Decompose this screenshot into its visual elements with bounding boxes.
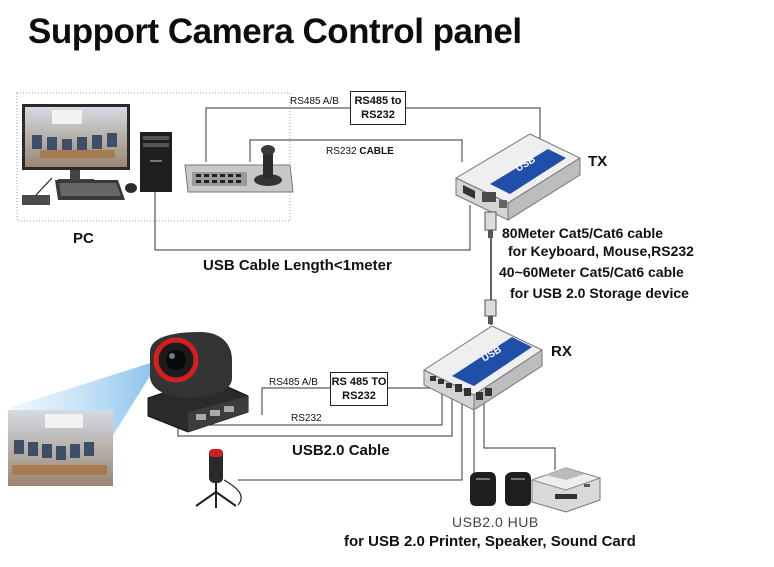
rs485-ab-top-label: RS485 A/B [290, 96, 339, 107]
rs485-to-rs232-converter-bottom: RS 485 TO RS232 [330, 372, 388, 406]
microphone [195, 449, 242, 508]
rs232-cable-prefix: RS232 [326, 146, 357, 157]
tx-extender: USB [454, 133, 582, 221]
usb-hub-description: for USB 2.0 Printer, Speaker, Sound Card [344, 533, 636, 550]
cat-cable-line-3: 40~60Meter Cat5/Cat6 cable [499, 264, 684, 280]
ptz-camera [8, 332, 249, 486]
tx-label: TX [588, 153, 608, 170]
rx-label: RX [551, 343, 572, 360]
converter-bottom-line1: RS 485 TO [331, 376, 387, 388]
cat-cable-line-2: for Keyboard, Mouse,RS232 [508, 243, 694, 259]
speakers [470, 472, 531, 506]
rx-extender: USB [422, 325, 544, 411]
pc-workstation [22, 104, 172, 205]
rs232-bottom-label: RS232 [291, 413, 322, 424]
usb20-cable-label: USB2.0 Cable [292, 442, 390, 459]
printer [530, 467, 602, 513]
converter-top-line2: RS232 [361, 109, 395, 121]
rs232-cable-label: RS232 CABLE [326, 146, 394, 158]
rs232-cable-suffix: CABLE [359, 146, 394, 157]
rs485-ab-bottom-label: RS485 A/B [269, 377, 318, 388]
converter-top-line1: RS485 to [354, 95, 402, 107]
pc-area-frame [16, 92, 291, 222]
rs485-to-rs232-converter-top: RS485 to RS232 [350, 91, 406, 125]
converter-bottom-line2: RS232 [342, 390, 376, 402]
joystick-controller [184, 145, 294, 193]
usb-cable-length-label: USB Cable Length<1meter [203, 257, 392, 274]
cat-cable-connectors [484, 211, 497, 324]
wires [154, 107, 556, 481]
usb-hub-label: USB2.0 HUB [452, 514, 539, 530]
page-title: Support Camera Control panel [28, 12, 522, 51]
cat-cable-line-1: 80Meter Cat5/Cat6 cable [502, 225, 664, 241]
cat-cable-line-4: for USB 2.0 Storage device [510, 285, 689, 301]
pc-label: PC [73, 230, 94, 247]
